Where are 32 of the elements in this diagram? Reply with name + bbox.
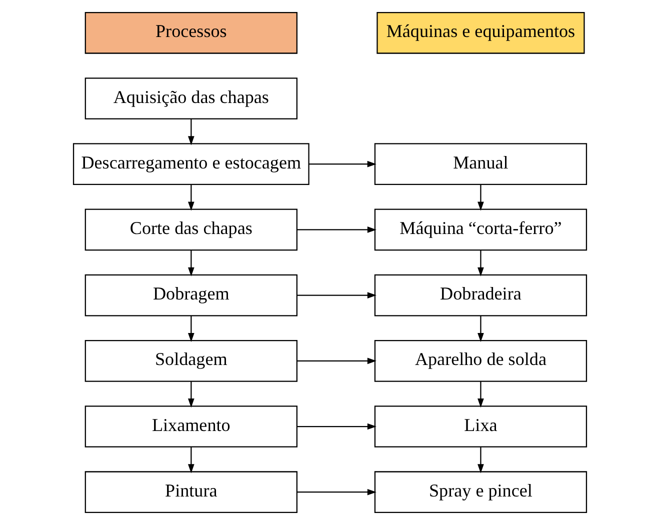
node-box: Máquina “corta-ferro” <box>374 208 587 251</box>
node-box: Processos <box>84 12 297 54</box>
arrow <box>187 184 194 211</box>
arrow <box>477 184 484 211</box>
arrow <box>477 381 484 408</box>
arrow <box>187 250 194 276</box>
node-box: Dobragem <box>84 274 297 316</box>
arrow <box>187 446 194 474</box>
node-box: Aquisição das chapas <box>84 78 297 120</box>
node-box: Dobradeira <box>374 274 587 316</box>
arrow <box>296 488 376 496</box>
arrow <box>477 250 484 276</box>
arrow <box>296 292 376 298</box>
arrow <box>187 316 194 342</box>
arrow <box>308 160 376 168</box>
node-box: Pintura <box>84 471 297 514</box>
arrow <box>477 316 484 342</box>
node-box: Corte das chapas <box>84 208 297 251</box>
node-box: Soldagem <box>84 340 297 382</box>
arrow <box>296 226 376 233</box>
node-box: Máquinas e equipamentos <box>376 12 584 54</box>
arrow <box>477 446 484 474</box>
node-box: Descarregamento e estocagem <box>72 143 309 186</box>
node-box: Manual <box>374 143 587 186</box>
node-box: Lixamento <box>84 406 297 448</box>
node-box: Aparelho de solda <box>374 340 587 382</box>
arrow <box>187 381 194 408</box>
arrow <box>296 358 376 364</box>
arrow <box>187 118 194 146</box>
arrow <box>296 423 376 430</box>
node-box: Lixa <box>374 406 587 448</box>
node-box: Spray e pincel <box>374 471 587 514</box>
